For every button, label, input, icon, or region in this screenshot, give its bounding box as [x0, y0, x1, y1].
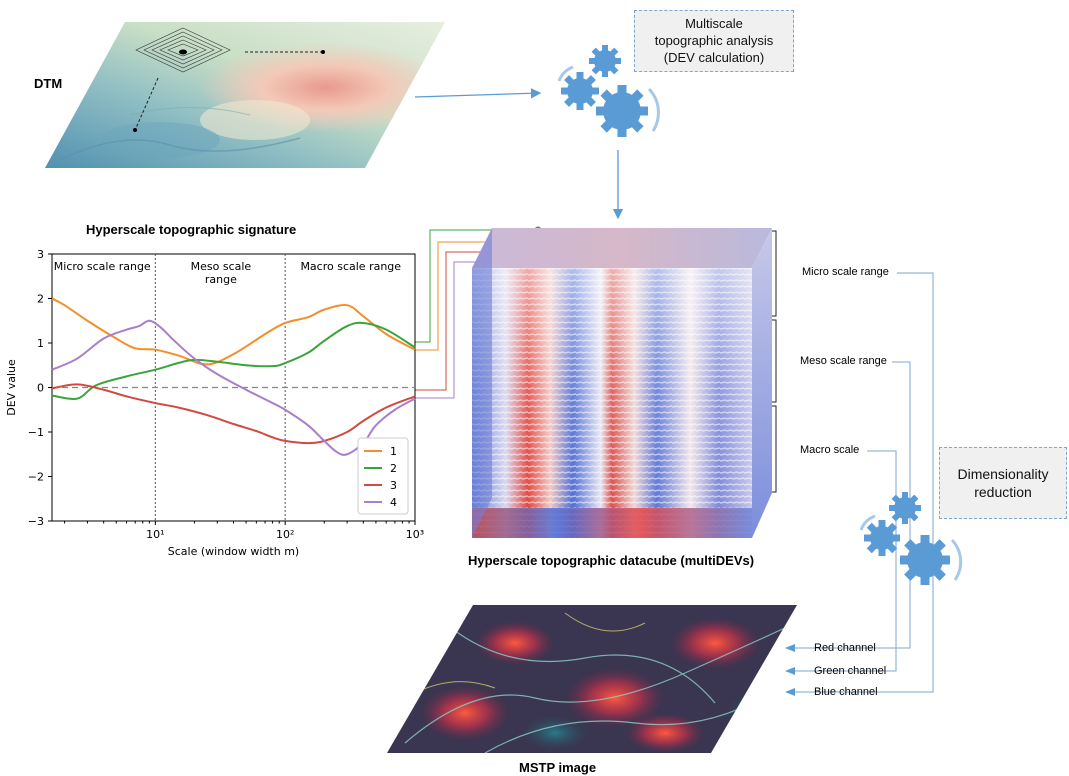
y-tick-label: −2 [28, 471, 44, 484]
series-1-line [51, 297, 416, 366]
gears-analysis-icon [557, 45, 660, 137]
analysis-box-line-2: topographic analysis [654, 33, 774, 48]
region-label-2: range [205, 273, 237, 286]
legend-label-2: 2 [390, 462, 397, 475]
y-tick-label: −1 [28, 426, 44, 439]
x-axis-label: Scale (window width m) [168, 545, 299, 558]
blue-channel-label: Blue channel [814, 686, 878, 698]
mstp-title: MSTP image [519, 760, 597, 775]
x-tick-label: 10¹ [146, 528, 164, 541]
reduction-box-line-2: reduction [974, 484, 1032, 500]
y-axis-label: DEV value [5, 359, 18, 416]
legend-label-1: 1 [390, 445, 397, 458]
x-tick-label: 10² [276, 528, 294, 541]
y-tick-label: 2 [37, 293, 44, 306]
region-label-1: Micro scale range [54, 260, 151, 273]
y-tick-label: −3 [28, 515, 44, 528]
series-2-line [51, 321, 416, 401]
meso-range-label: Meso scale range [800, 355, 887, 367]
mstp-image [387, 605, 797, 753]
y-tick-label: 1 [37, 337, 44, 350]
region-label-3: Macro scale range [300, 260, 401, 273]
y-tick-label: 3 [37, 248, 44, 261]
reduction-box-line-1: Dimensionality [957, 466, 1049, 482]
datacube-title: Hyperscale topographic datacube (multiDE… [468, 553, 755, 568]
y-tick-label: 0 [37, 382, 44, 395]
reduction-box: Dimensionality reduction [939, 447, 1067, 519]
signature-chart: 3 2 1 0 −1 −2 −3 10¹ 10² 10³ Scale (window width m… [5, 248, 424, 558]
macro-range-label: Macro scale [800, 444, 860, 456]
analysis-box-line-3: (DEV calculation) [663, 50, 765, 65]
region-label-2: Meso scale [191, 260, 252, 273]
gears-reduction-icon [859, 492, 963, 585]
series-3-line [51, 383, 416, 445]
arrow-dtm-to-analysis [414, 88, 542, 99]
analysis-box: Multiscale topographic analysis (DEV cal… [634, 10, 794, 72]
green-channel-label: Green channel [814, 665, 887, 677]
analysis-box-line-1: Multiscale [685, 16, 743, 31]
legend-label-4: 4 [390, 496, 397, 509]
micro-range-label: Micro scale range [802, 266, 889, 278]
dtm-image [45, 22, 445, 168]
signature-title: Hyperscale topographic signature [86, 222, 297, 237]
datacube-image [472, 228, 772, 538]
legend-box [357, 437, 409, 515]
x-tick-label: 10³ [406, 528, 424, 541]
legend-label-3: 3 [390, 479, 397, 492]
dtm-label: DTM [34, 76, 63, 91]
red-channel-label: Red channel [814, 642, 876, 654]
